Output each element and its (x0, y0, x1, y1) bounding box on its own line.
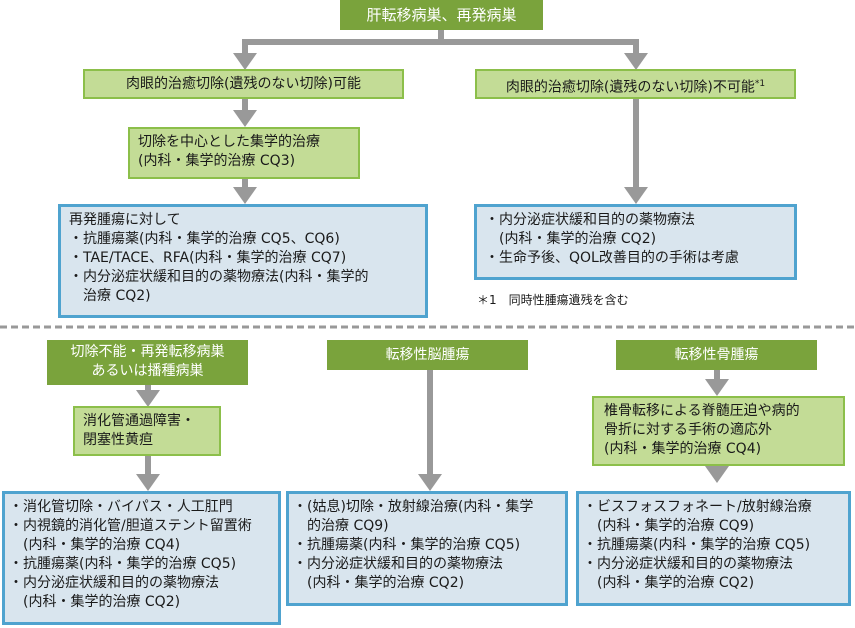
arrowhead-icon (233, 187, 257, 204)
root-node: 肝転移病巣、再発病巣 (340, 0, 543, 30)
result-line: ・内分泌症状緩和目的の薬物療法(内科・集学的 (69, 269, 369, 285)
arrowhead-icon (233, 53, 257, 70)
result-line: ・(姑息)切除・放射線治療(内科・集学 (293, 499, 534, 515)
left-result-box: 再発腫瘍に対して ・抗腫瘍薬(内科・集学的治療 CQ5、CQ6) ・TAE/TA… (58, 204, 428, 318)
col3-header-label: 転移性骨腫瘍 (674, 347, 759, 363)
arrowhead-icon (233, 110, 257, 127)
result-line: ・内分泌症状緩和目的の薬物療法 (583, 556, 793, 572)
arrowhead-icon (624, 53, 648, 70)
arrowhead-icon (136, 474, 160, 491)
footnote: ＊1 同時性腫瘍遺残を含む (477, 291, 629, 308)
col1-header-node: 切除不能・再発転移病巣 あるいは播種病巣 (47, 340, 248, 385)
result-line: (内科・集学的治療 CQ2) (9, 594, 181, 610)
result-line: 的治療 CQ9) (293, 518, 389, 534)
col1-header-line: あるいは播種病巣 (91, 363, 204, 379)
result-line: ・内分泌症状緩和目的の薬物療法 (485, 212, 695, 228)
result-line: 再発腫瘍に対して (69, 212, 181, 228)
resectable-label: 肉眼的治癒切除(遺残のない切除)可能 (126, 76, 361, 92)
result-line: ・内視鏡的消化管/胆道ステント留置術 (9, 518, 252, 534)
result-line: ・TAE/TACE、RFA(内科・集学的治療 CQ7) (69, 250, 347, 266)
result-line: ・内分泌症状緩和目的の薬物療法 (9, 575, 219, 591)
col1-header-line: 切除不能・再発転移病巣 (70, 344, 225, 360)
multidisciplinary-line: 切除を中心とした集学的治療 (138, 134, 320, 150)
result-line: ・抗腫瘍薬(内科・集学的治療 CQ5) (583, 537, 811, 553)
result-line: (内科・集学的治療 CQ2) (293, 575, 465, 591)
col1-result-box: ・消化管切除・バイパス・人工肛門 ・内視鏡的消化管/胆道ステント留置術 (内科・… (2, 491, 281, 625)
root-label: 肝転移病巣、再発病巣 (366, 6, 517, 24)
col3-step-line: 椎骨転移による脊髄圧迫や病的 (604, 403, 800, 419)
col3-step-node: 椎骨転移による脊髄圧迫や病的 骨折に対する手術の適応外 (内科・集学的治療 CQ… (592, 396, 845, 466)
result-line: 治療 CQ2) (69, 288, 151, 304)
arrowhead-icon (418, 474, 442, 491)
arrowhead-icon (136, 390, 160, 407)
result-line: ・消化管切除・バイパス・人工肛門 (9, 499, 233, 515)
multidisciplinary-line: (内科・集学的治療 CQ3) (138, 153, 296, 169)
result-line: (内科・集学的治療 CQ9) (583, 518, 755, 534)
result-line: ・ビスフォスフォネート/放射線治療 (583, 499, 812, 515)
result-line: ・内分泌症状緩和目的の薬物療法 (293, 556, 503, 572)
result-line: (内科・集学的治療 CQ2) (485, 231, 657, 247)
col3-result-box: ・ビスフォスフォネート/放射線治療 (内科・集学的治療 CQ9) ・抗腫瘍薬(内… (576, 491, 851, 606)
col3-step-line: (内科・集学的治療 CQ4) (604, 441, 762, 457)
right-result-box: ・内分泌症状緩和目的の薬物療法 (内科・集学的治療 CQ2) ・生命予後、QOL… (474, 204, 797, 280)
col2-result-box: ・(姑息)切除・放射線治療(内科・集学 的治療 CQ9) ・抗腫瘍薬(内科・集学… (286, 491, 568, 606)
result-line: ・抗腫瘍薬(内科・集学的治療 CQ5) (293, 537, 521, 553)
unresectable-node: 肉眼的治癒切除(遺残のない切除)不可能*1 (475, 69, 796, 99)
col2-header-node: 転移性脳腫瘍 (327, 340, 528, 370)
footnote-marker: *1 (754, 79, 766, 89)
result-line: ・抗腫瘍薬(内科・集学的治療 CQ5、CQ6) (69, 231, 340, 247)
col1-step-node: 消化管通過障害・ 閉塞性黄疸 (73, 406, 221, 456)
result-line: ・生命予後、QOL改善目的の手術は考慮 (485, 250, 739, 266)
footnote-text: ＊1 同時性腫瘍遺残を含む (477, 293, 629, 307)
result-line: (内科・集学的治療 CQ4) (9, 537, 181, 553)
result-line: (内科・集学的治療 CQ2) (583, 575, 755, 591)
col1-step-line: 閉塞性黄疸 (83, 432, 153, 448)
col3-step-line: 骨折に対する手術の適応外 (604, 422, 772, 438)
arrowhead-icon (624, 187, 648, 204)
col2-header-label: 転移性脳腫瘍 (385, 347, 470, 363)
unresectable-label: 肉眼的治癒切除(遺残のない切除)不可能 (505, 79, 755, 96)
col1-step-line: 消化管通過障害・ (83, 413, 195, 429)
col3-header-node: 転移性骨腫瘍 (616, 340, 817, 370)
arrowhead-icon (705, 466, 729, 483)
arrowhead-icon (705, 379, 729, 396)
multidisciplinary-node: 切除を中心とした集学的治療 (内科・集学的治療 CQ3) (128, 127, 360, 179)
result-line: ・抗腫瘍薬(内科・集学的治療 CQ5) (9, 556, 237, 572)
resectable-node: 肉眼的治癒切除(遺残のない切除)可能 (83, 69, 404, 99)
